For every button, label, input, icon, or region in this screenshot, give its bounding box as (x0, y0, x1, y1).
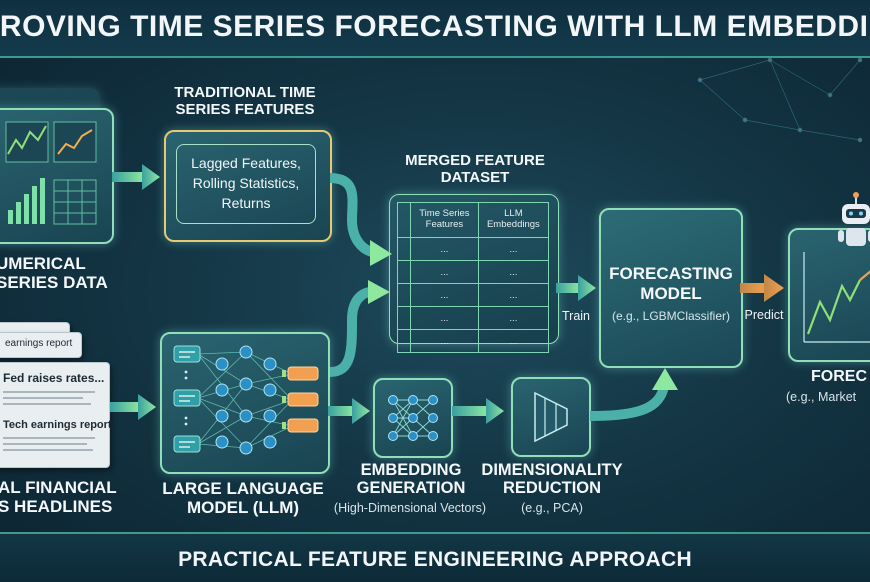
reduction-label-line2: REDUCTION (502, 479, 602, 498)
arrowhead-reduction-to-model (652, 368, 678, 390)
arrow-numerical-to-traditional (112, 164, 160, 190)
table-row: ...... (396, 329, 550, 353)
llm-card (160, 332, 330, 474)
model-sub: (e.g., LGBMClassifier) (611, 309, 731, 323)
headline-fed: Fed raises rates... (3, 371, 105, 385)
funnel-icon (534, 391, 568, 443)
feature-rolling: Rolling Statistics, (192, 175, 300, 191)
text-line (3, 391, 95, 393)
page-title: PROVING TIME SERIES FORECASTING WITH LLM… (0, 10, 870, 43)
table-cell: ... (410, 329, 479, 353)
merged-dataset-table: Time Series Features LLM Embeddings ....… (396, 202, 550, 353)
table-cell: ... (477, 329, 550, 353)
model-label-line1: FORECASTING (609, 264, 733, 283)
footer-bar: PRACTICAL FEATURE ENGINEERING APPROACH (0, 532, 870, 582)
line-chart-icon (5, 121, 97, 225)
news-label: AL FINANCIAL S HEADLINES (0, 478, 118, 516)
arrow-traditional-to-merged (329, 173, 375, 257)
news-label-line1: AL FINANCIAL (0, 478, 117, 497)
news-panel-back-1: earnings report (0, 332, 82, 358)
arrowhead-traditional-to-merged (370, 240, 392, 266)
forecasting-model-card: FORECASTING MODEL (e.g., LGBMClassifier) (599, 208, 743, 368)
text-line (3, 397, 83, 399)
traditional-title: TRADITIONAL TIME SERIES FEATURES (150, 84, 340, 119)
llm-label-line2: MODEL (LLM) (186, 498, 300, 518)
news-label-line2: S HEADLINES (0, 497, 113, 517)
text-line (3, 403, 91, 405)
llm-label-line1: LARGE LANGUAGE (162, 479, 324, 498)
forecast-chart-icon (803, 252, 870, 343)
embedding-label-line2: GENERATION (356, 479, 466, 498)
table-cell: ... (477, 283, 550, 307)
numerical-label-line1: UMERICAL (0, 254, 86, 273)
text-line (3, 437, 95, 439)
embedding-label: EMBEDDING GENERATION (336, 461, 486, 498)
feature-lagged: Lagged Features, (191, 155, 301, 171)
headline-earnings: earnings report (5, 338, 73, 349)
text-line (3, 443, 87, 445)
headline-tech: Tech earnings report (3, 419, 112, 431)
news-panel-fed: Fed raises rates... Tech earnings report (0, 362, 112, 468)
arrow-news-to-llm (110, 394, 156, 420)
model-label: FORECASTING MODEL (601, 264, 741, 305)
reduction-label-line1: DIMENSIONALITY (481, 461, 623, 479)
llm-label: LARGE LANGUAGE MODEL (LLM) (150, 479, 336, 517)
merged-title: MERGED FEATURE DATASET (380, 152, 570, 187)
arrow-reduction-to-model (589, 384, 669, 421)
reduction-label: DIMENSIONALITY REDUCTION (472, 461, 632, 498)
table-row: ...... (396, 237, 550, 261)
arrow-embedding-to-reduction (452, 398, 504, 424)
traditional-title-line2: SERIES FEATURES (175, 100, 315, 118)
neural-network-icon (173, 345, 319, 455)
arrow-llm-to-merged (329, 287, 373, 377)
predict-label: Predict (744, 308, 784, 322)
reduction-card (511, 377, 591, 457)
forecast-label: FOREC (811, 368, 867, 385)
traditional-features-card: Lagged Features, Rolling Statistics, Ret… (164, 130, 332, 242)
train-label: Train (561, 309, 590, 323)
model-label-line2: MODEL (640, 284, 702, 304)
traditional-title-line1: TRADITIONAL TIME (174, 84, 316, 101)
arrow-merged-to-model (556, 275, 596, 301)
feature-returns: Returns (221, 195, 271, 211)
merged-title-line2: DATASET (440, 168, 510, 186)
forecast-card (788, 228, 870, 362)
numerical-data-label: UMERICAL SERIES DATA (0, 254, 116, 292)
embedding-network-icon (388, 395, 438, 441)
merged-title-line1: MERGED FEATURE (405, 152, 545, 169)
title-bar: PROVING TIME SERIES FORECASTING WITH LLM… (0, 0, 870, 58)
numerical-label-line2: SERIES DATA (0, 273, 108, 293)
table-cell: ... (477, 237, 550, 261)
text-line (3, 449, 93, 451)
traditional-features-inner: Lagged Features, Rolling Statistics, Ret… (176, 144, 316, 224)
table-row: ...... (396, 283, 550, 307)
reduction-sub: (e.g., PCA) (521, 501, 583, 515)
embedding-label-line1: EMBEDDING (360, 461, 462, 479)
embedding-sub: (High-Dimensional Vectors) (333, 501, 487, 515)
embedding-card (373, 378, 453, 458)
footer-title: PRACTICAL FEATURE ENGINEERING APPROACH (178, 548, 692, 571)
arrowhead-llm-to-merged (368, 280, 390, 304)
arrow-llm-to-embedding (328, 398, 370, 424)
arrow-model-to-forecast (740, 274, 784, 302)
robot-icon (838, 192, 870, 246)
forecast-sub: (e.g., Market (786, 390, 857, 404)
